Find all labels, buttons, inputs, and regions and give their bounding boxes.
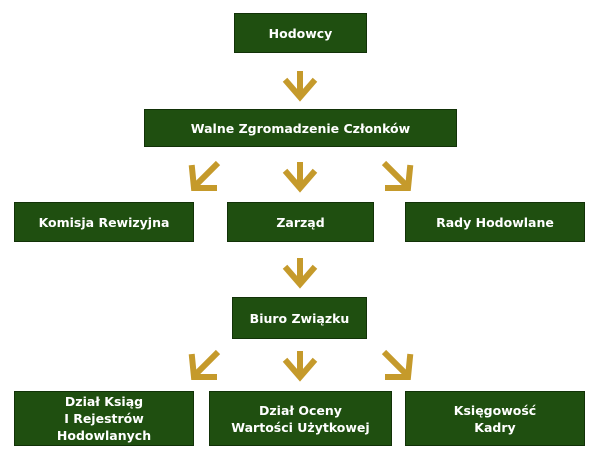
arrow-down-icon xyxy=(282,347,318,383)
arrow-down-icon xyxy=(282,67,318,103)
node-dzial-ksiag-line2: I Rejestrów Hodowlanych xyxy=(56,411,152,443)
node-dzial-oceny: Dział Oceny Wartości Użytkowej xyxy=(209,391,392,446)
arrow-down-left-icon xyxy=(188,347,224,383)
node-hodowcy: Hodowcy xyxy=(234,13,367,53)
node-ksiegowosc-line2: Kadry xyxy=(474,419,516,435)
node-biuro-zwiazku-label: Biuro Związku xyxy=(249,310,350,326)
node-walne-zgromadzenie-label: Walne Zgromadzenie Członków xyxy=(190,120,411,136)
node-hodowcy-label: Hodowcy xyxy=(268,25,333,41)
node-komisja-rewizyjna: Komisja Rewizyjna xyxy=(14,202,194,242)
node-zarzad-label: Zarząd xyxy=(276,214,325,230)
arrow-down-right-icon xyxy=(378,347,414,383)
arrow-down-icon xyxy=(282,254,318,290)
node-zarzad: Zarząd xyxy=(227,202,374,242)
node-komisja-rewizyjna-label: Komisja Rewizyjna xyxy=(38,214,170,230)
node-dzial-oceny-line1: Dział Oceny xyxy=(259,402,342,418)
node-dzial-oceny-line2: Wartości Użytkowej xyxy=(231,419,370,435)
node-dzial-ksiag: Dział Ksiąg I Rejestrów Hodowlanych xyxy=(14,391,194,446)
node-walne-zgromadzenie: Walne Zgromadzenie Członków xyxy=(144,109,457,147)
arrow-down-right-icon xyxy=(378,158,414,194)
node-rady-hodowlane-label: Rady Hodowlane xyxy=(436,214,554,230)
arrow-down-left-icon xyxy=(188,158,224,194)
node-ksiegowosc-kadry: Księgowość Kadry xyxy=(405,391,585,446)
node-rady-hodowlane: Rady Hodowlane xyxy=(405,202,585,242)
node-dzial-ksiag-line1: Dział Ksiąg xyxy=(64,394,144,409)
node-ksiegowosc-line1: Księgowość xyxy=(453,402,537,418)
arrow-down-icon xyxy=(282,158,318,194)
node-biuro-zwiazku: Biuro Związku xyxy=(232,297,367,339)
